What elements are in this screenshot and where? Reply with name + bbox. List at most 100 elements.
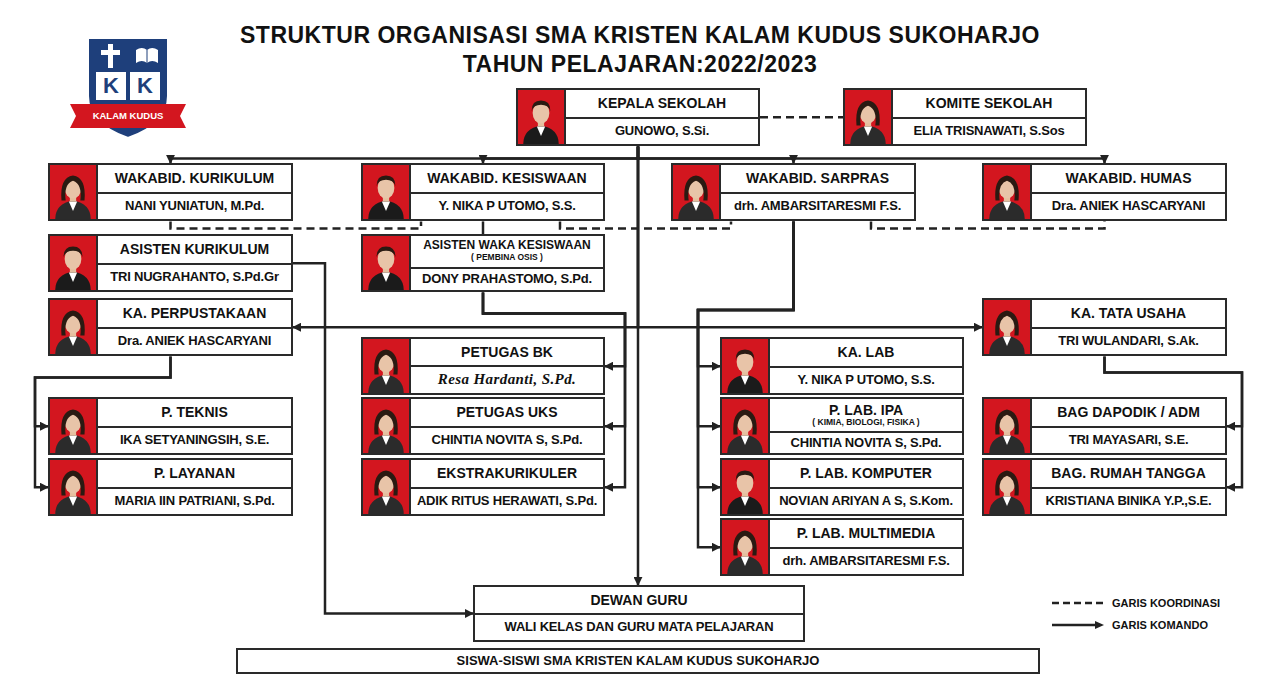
box-body: EKSTRAKURIKULERADIK RITUS HERAWATI, S.Pd… xyxy=(411,460,603,514)
box-row: KOMITE SEKOLAH xyxy=(893,90,1085,119)
hair xyxy=(856,100,880,125)
suit xyxy=(678,201,714,220)
suit xyxy=(989,336,1025,355)
shirt xyxy=(741,436,749,445)
shirt xyxy=(69,273,77,282)
org-box: P. TEKNISIKA SETYANINGSIH, S.E. xyxy=(48,397,293,455)
box-row: TRI WULANDARI, S.Ak. xyxy=(1032,329,1225,355)
person-photo xyxy=(50,300,96,354)
connector xyxy=(483,146,638,163)
shirt xyxy=(692,202,700,211)
box-text: Resa Hardanti, S.Pd. xyxy=(438,371,576,388)
box-text: GUNOWO, S.Si. xyxy=(615,124,709,139)
suit xyxy=(727,496,763,515)
connector xyxy=(560,221,731,228)
box-text: TRI MAYASARI, S.E. xyxy=(1069,433,1189,448)
shirt xyxy=(69,497,77,506)
box-text: KRISTIANA BINIKA Y.P.,S.E. xyxy=(1045,494,1211,509)
box-text: SISWA-SISWI SMA KRISTEN KALAM KUDUS SUKO… xyxy=(457,654,820,669)
box-body: KA. PERPUSTAKAANDra. ANIEK HASCARYANI xyxy=(98,300,291,354)
legend-row: GARIS KOORDINASI xyxy=(1050,592,1220,614)
org-box: BAG. RUMAH TANGGA KRISTIANA BINIKA Y.P.,S… xyxy=(982,458,1227,516)
legend-row: GARIS KOMANDO xyxy=(1050,614,1220,636)
box-row: WAKABID. SARPRAS xyxy=(721,165,914,194)
logo-quadrant xyxy=(96,72,126,100)
box-row: BAG DAPODIK / ADM xyxy=(1032,399,1225,428)
hair xyxy=(374,409,398,434)
box-row: P. LAYANAN xyxy=(98,460,291,489)
person-photo xyxy=(363,399,409,453)
box-text: PETUGAS BK xyxy=(461,344,553,360)
box-text: Dra. ANIEK HASCARYANI xyxy=(1052,199,1205,214)
box-text: P. LAB. IPA xyxy=(829,402,903,418)
org-box: EKSTRAKURIKULERADIK RITUS HERAWATI, S.Pd… xyxy=(361,458,605,516)
box-text: Y. NIKA P UTOMO, S.S. xyxy=(438,199,575,214)
shirt xyxy=(741,557,749,566)
shirt xyxy=(69,202,77,211)
box-text: DEWAN GURU xyxy=(590,592,687,608)
box-body: P. LAB. KOMPUTERNOVIAN ARIYAN A S, S.Kom… xyxy=(770,460,962,514)
logo-book xyxy=(136,48,158,63)
org-box: ASISTEN WAKA KESISWAAN( PEMBINA OSIS )DO… xyxy=(361,234,605,292)
box-row: NANI YUNIATUN, M.Pd. xyxy=(98,194,291,220)
photo-frame xyxy=(50,300,98,354)
legend-sample xyxy=(1050,598,1106,608)
box-text: BAG. RUMAH TANGGA xyxy=(1051,465,1206,481)
shirt xyxy=(537,127,545,136)
org-box: SISWA-SISWI SMA KRISTEN KALAM KUDUS SUKO… xyxy=(236,648,1040,674)
chart-subtitle: TAHUN PELAJARAN:2022/2023 xyxy=(0,50,1280,78)
connector xyxy=(171,146,639,163)
box-row: MARIA IIN PATRIANI, S.Pd. xyxy=(98,489,291,515)
person-photo xyxy=(50,236,96,290)
hair xyxy=(61,470,85,495)
hair xyxy=(61,175,85,200)
box-text: ADIK RITUS HERAWATI, S.Pd. xyxy=(417,494,597,509)
suit xyxy=(989,201,1025,220)
box-row: KRISTIANA BINIKA Y.P.,S.E. xyxy=(1032,489,1225,515)
connector xyxy=(293,146,638,327)
org-box: KOMITE SEKOLAH ELIA TRISNAWATI, S.Sos xyxy=(843,88,1087,146)
photo-frame xyxy=(363,460,411,514)
box-row: drh. AMBARSITARESMI F.S. xyxy=(721,194,914,220)
org-box: PETUGAS UKSCHINTIA NOVITA S, S.Pd. xyxy=(361,397,605,455)
person-photo xyxy=(50,165,96,219)
box-text: WALI KELAS DAN GURU MATA PELAJARAN xyxy=(505,620,774,635)
org-box: KA. TATA USAHA TRI WULANDARI, S.Ak. xyxy=(982,298,1227,356)
box-row: TRI MAYASARI, S.E. xyxy=(1032,428,1225,454)
box-row: TRI NUGRAHANTO, S.Pd.Gr xyxy=(98,265,291,291)
photo-frame xyxy=(984,399,1032,453)
box-text: Dra. ANIEK HASCARYANI xyxy=(118,334,271,349)
hair xyxy=(995,409,1019,434)
shirt xyxy=(741,497,749,506)
suit xyxy=(55,435,91,454)
box-row: KA. TATA USAHA xyxy=(1032,300,1225,329)
box-text: TRI NUGRAHANTO, S.Pd.Gr xyxy=(110,270,279,285)
connector xyxy=(638,146,1105,163)
suit xyxy=(523,126,559,145)
box-row: Dra. ANIEK HASCARYANI xyxy=(98,329,291,355)
suit xyxy=(55,272,91,291)
logo-quadrant xyxy=(130,72,160,100)
suit xyxy=(727,556,763,575)
connector xyxy=(871,221,1105,228)
box-text: TRI WULANDARI, S.Ak. xyxy=(1058,334,1198,349)
box-row: ELIA TRISNAWATI, S.Sos xyxy=(893,119,1085,145)
person-photo xyxy=(722,399,768,453)
chart-title: STRUKTUR ORGANISASI SMA KRISTEN KALAM KU… xyxy=(0,22,1280,49)
box-row: ASISTEN WAKA KESISWAAN( PEMBINA OSIS ) xyxy=(411,236,603,269)
logo-letter: K xyxy=(130,72,160,100)
photo-frame xyxy=(722,399,770,453)
box-text: ASISTEN WAKA KESISWAAN xyxy=(423,239,591,253)
box-text: KOMITE SEKOLAH xyxy=(926,95,1053,111)
hair xyxy=(532,100,551,110)
box-text: WAKABID. SARPRAS xyxy=(746,170,889,186)
hair xyxy=(736,349,755,359)
shirt xyxy=(382,436,390,445)
box-row: GUNOWO, S.Si. xyxy=(566,119,758,145)
person-photo xyxy=(673,165,719,219)
box-row: PETUGAS UKS xyxy=(411,399,603,428)
org-box: WAKABID. HUMASDra. ANIEK HASCARYANI xyxy=(982,163,1227,221)
hair xyxy=(736,470,755,480)
hair xyxy=(733,409,757,434)
